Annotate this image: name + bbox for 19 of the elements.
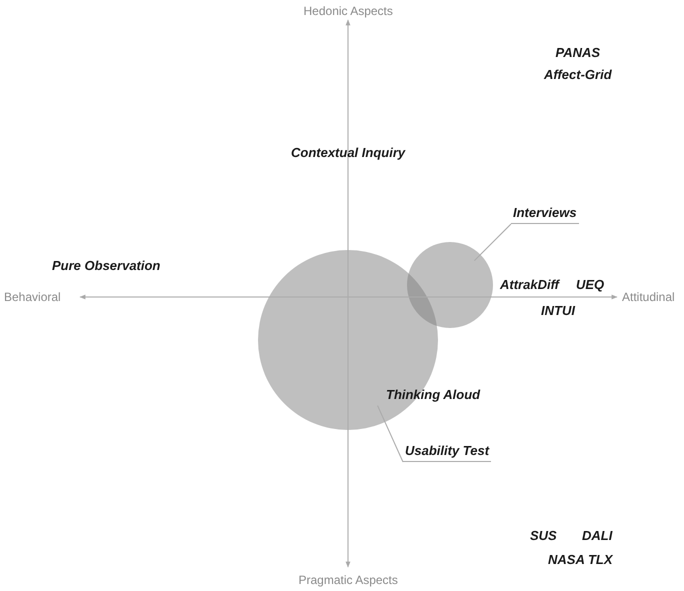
method-label: Interviews <box>511 205 579 224</box>
method-label: Affect-Grid <box>544 67 612 83</box>
method-label: Usability Test <box>403 443 492 462</box>
method-label: Contextual Inquiry <box>291 145 406 161</box>
method-label: DALI <box>582 528 612 544</box>
method-label: Pure Observation <box>52 258 160 274</box>
method-label: NASA TLX <box>548 552 613 568</box>
axis-label: Pragmatic Aspects <box>298 572 398 588</box>
method-label: SUS <box>530 528 557 544</box>
method-label: AttrakDiff <box>500 277 559 293</box>
method-label: INTUI <box>541 303 575 319</box>
method-label: UEQ <box>576 277 604 293</box>
axis-label: Hedonic Aspects <box>304 3 393 19</box>
axis-label: Attitudinal <box>622 289 675 305</box>
method-label: PANAS <box>556 45 600 61</box>
leader-line <box>474 224 512 262</box>
axis-label: Behavioral <box>4 289 61 305</box>
method-label: Thinking Aloud <box>386 387 480 403</box>
leader-line <box>377 405 404 462</box>
